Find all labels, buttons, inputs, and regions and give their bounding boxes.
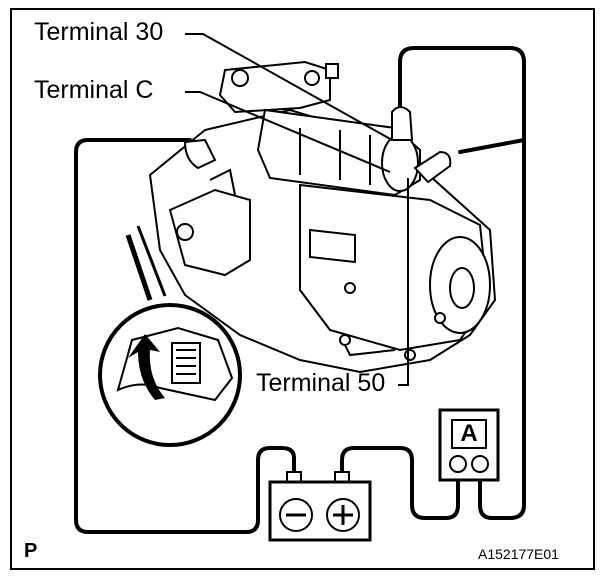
terminal-50-label: Terminal 50 [256,369,386,397]
ammeter-left-lead [340,446,460,520]
terminal-c-leader [185,91,391,173]
ammeter-terminal-left [449,455,467,473]
ground-lead [74,138,296,534]
terminal-30-leader [185,33,393,141]
terminal-c-label: Terminal C [34,76,154,104]
terminal-30-label: Terminal 30 [34,18,164,46]
leader-lines [185,33,409,386]
terminal-30-lead [398,46,526,154]
ground-clip [183,138,217,170]
push-direction-arrow [128,334,165,400]
corner-mark: P [24,540,38,562]
terminal-50-leader [398,178,409,386]
ammeter-right-lead [478,138,526,520]
test-wiring [74,46,526,534]
ammeter-terminal-right [471,455,489,473]
figure-id: A152177E01 [478,546,559,562]
battery [268,471,372,542]
ammeter [438,408,500,482]
ammeter-symbol: A [460,420,478,447]
starter-motor [148,60,497,374]
terminal-50-clip [413,150,452,184]
lead-clips [183,106,452,184]
inset-detail [98,225,242,447]
terminal-30-clip [391,106,414,141]
